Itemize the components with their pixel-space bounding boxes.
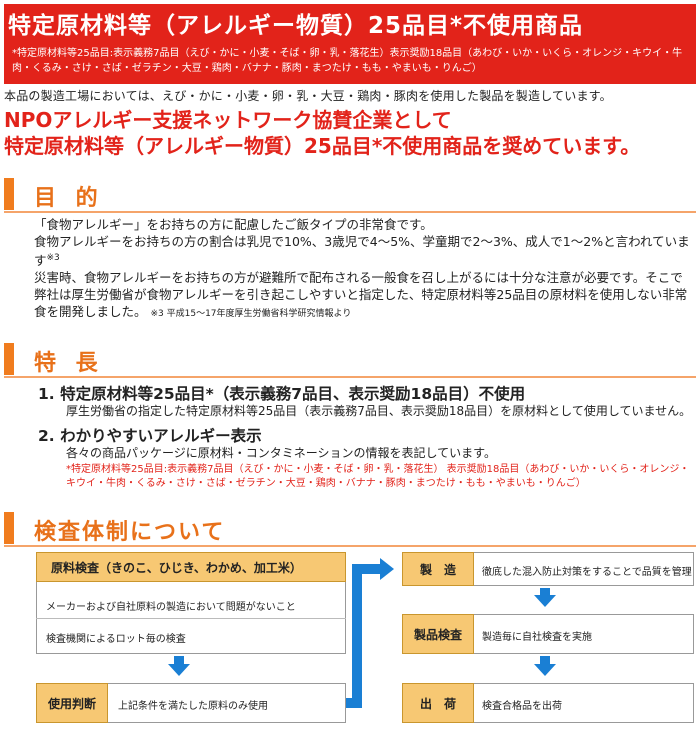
arrow-down-icon [168, 664, 190, 676]
purpose-title: 目 的 [34, 186, 104, 211]
arrow-down-icon-2 [534, 595, 556, 607]
features-rule [4, 376, 696, 378]
manufacturing-label: 製 造 [402, 552, 474, 586]
purpose-body: 「食物アレルギー」をお持ちの方に配慮したご飯タイプの非常食です。 食物アレルギー… [34, 216, 694, 323]
features-marker [4, 343, 14, 375]
use-decision-label: 使用判断 [36, 683, 108, 723]
use-decision-text: 上記条件を満たした原料のみ使用 [118, 701, 268, 712]
features-title: 特 長 [34, 351, 104, 376]
purpose-p2: 食物アレルギーをお持ちの方の割合は乳児で10%、3歳児で4～5%、学童期で2～3… [34, 234, 690, 269]
raw-check-item-2: 検査機関によるロット毎の検査 [46, 634, 186, 645]
connector-vertical [352, 566, 362, 708]
inspection-title: 検査体制について [34, 520, 226, 545]
purpose-rule [4, 211, 696, 213]
npo-statement: NPOアレルギー支援ネットワーク協賛企業として 特定原材料等（アレルギー物質）2… [4, 107, 696, 159]
purpose-marker [4, 178, 14, 210]
inspection-marker [4, 512, 14, 544]
feature-2-heading: 2. わかりやすいアレルギー表示 [38, 427, 262, 445]
raw-check-divider [36, 618, 346, 619]
shipping-label: 出 荷 [402, 683, 474, 723]
feature-2-body: 各々の商品パッケージに原材料・コンタミネーションの情報を表記しています。 [66, 446, 496, 460]
arrow-stem-2 [540, 588, 550, 595]
arrow-stem-3 [540, 656, 550, 664]
arrow-stem-1 [174, 656, 184, 664]
purpose-p1: 「食物アレルギー」をお持ちの方に配慮したご飯タイプの非常食です。 [34, 217, 433, 232]
feature-1-heading: 1. 特定原材料等25品目*（表示義務7品目、表示奨励18品目）不使用 [38, 385, 526, 403]
raw-check-item-1: メーカーおよび自社原料の製造において問題がないこと [46, 602, 296, 613]
product-check-text: 製造毎に自社検査を実施 [482, 632, 592, 643]
feature-1-body: 厚生労働省の指定した特定原材料等25品目（表示義務7品目、表示奨励18品目）を原… [66, 404, 692, 418]
arrow-right-icon [380, 558, 394, 580]
features-footnote: *特定原材料等25品目:表示義務7品目（えび・かに・小麦・そば・卵・乳・落花生）… [66, 464, 690, 489]
npo-line-1: NPOアレルギー支援ネットワーク協賛企業として [4, 108, 452, 132]
npo-line-2: 特定原材料等（アレルギー物質）25品目*不使用商品を奨めています。 [4, 134, 641, 158]
arrow-down-icon-3 [534, 664, 556, 676]
header-banner [4, 4, 696, 84]
purpose-p3: 災害時、食物アレルギーをお持ちの方が避難所で配布される一般食を召し上がるには十分… [34, 270, 688, 320]
purpose-p2-sup: ※3 [46, 253, 60, 263]
connector-top [352, 564, 382, 574]
inspection-rule [4, 545, 696, 547]
shipping-text: 検査合格品を出荷 [482, 701, 562, 712]
purpose-p3-note: ※3 平成15～17年度厚生労働省科学研究情報より [150, 309, 352, 320]
factory-notice: 本品の製造工場においては、えび・かに・小麦・卵・乳・大豆・鶏肉・豚肉を使用した製… [4, 89, 612, 103]
banner-title: 特定原材料等（アレルギー物質）25品目*不使用商品 [8, 13, 584, 39]
raw-check-label: 原料検査（きのこ、ひじき、わかめ、加工米） [36, 552, 346, 582]
banner-note: *特定原材料等25品目:表示義務7品目（えび・かに・小麦・そば・卵・乳・落花生）… [12, 48, 683, 74]
manufacturing-text: 徹底した混入防止対策をすることで品質を管理 [482, 567, 692, 578]
product-check-label: 製品検査 [402, 614, 474, 654]
